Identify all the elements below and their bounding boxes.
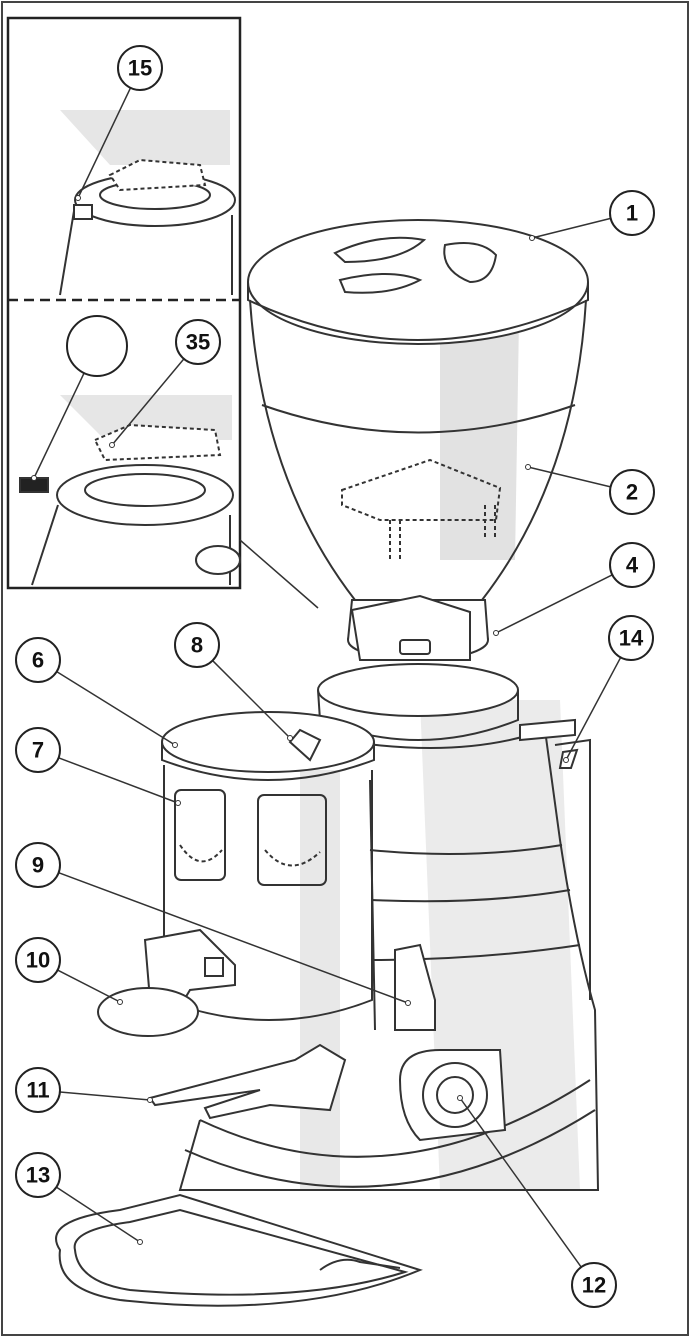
callout-number-c10: 10 — [26, 948, 50, 973]
callout-leader-c4 — [495, 574, 613, 634]
hopper — [247, 219, 589, 601]
callout-number-c11: 11 — [26, 1078, 49, 1103]
callout-leader-c15 — [77, 87, 132, 199]
callout-anchor-c15 — [75, 195, 81, 201]
callout-anchor-c1 — [529, 235, 535, 241]
callout-bubble-c12 — [571, 1262, 617, 1308]
callout-leader-c1 — [531, 217, 611, 239]
callout-anchor-c4 — [493, 630, 499, 636]
callout-number-c6: 6 — [32, 648, 44, 673]
callout-bubble-c6 — [15, 637, 61, 683]
callout-bubble-c8 — [174, 622, 220, 668]
callout-number-c12: 12 — [582, 1273, 606, 1298]
callout-leader-c13 — [55, 1186, 141, 1243]
callout-anchor-c6 — [172, 742, 178, 748]
callout-bubble-c15 — [117, 45, 163, 91]
callout-leader-c10 — [57, 969, 121, 1003]
callout-number-c13: 13 — [26, 1163, 50, 1188]
callout-anchor-c13 — [137, 1239, 143, 1245]
callout-anchor-c11 — [147, 1097, 153, 1103]
callout-leader-c9 — [58, 871, 409, 1004]
callout-bubble-c7 — [15, 727, 61, 773]
callout-number-c1: 1 — [626, 201, 638, 226]
callout-anchor-c10 — [117, 999, 123, 1005]
hopper-neck — [347, 594, 489, 661]
callout-leader-c7 — [58, 757, 179, 804]
callout-leader-c14 — [565, 657, 622, 761]
callout-number-c14: 14 — [619, 626, 644, 651]
callout-bubble-c10 — [15, 937, 61, 983]
callout-anchor-c14 — [563, 757, 569, 763]
callout-bubble-c13 — [15, 1152, 61, 1198]
callout-bubble-c9 — [15, 842, 61, 888]
callout-leader-cblank — [33, 372, 85, 479]
dosing-lever — [394, 943, 436, 1031]
callout-bubble-c14 — [608, 615, 654, 661]
callout-anchor-c8 — [287, 735, 293, 741]
callout-number-c7: 7 — [32, 738, 44, 763]
callout-leader-c2 — [527, 466, 611, 488]
doser — [161, 711, 375, 1021]
callout-anchor-c12 — [457, 1095, 463, 1101]
callout-bubble-c4 — [609, 542, 655, 588]
callout-leader-c11 — [59, 1091, 151, 1101]
power-switch — [398, 1049, 507, 1142]
callout-anchor-c9 — [405, 1000, 411, 1006]
base-tray — [55, 1193, 423, 1307]
callout-number-c2: 2 — [626, 480, 638, 505]
callout-number-c15: 15 — [128, 56, 152, 81]
callout-anchor-c35 — [109, 442, 115, 448]
callout-bubble-c35 — [175, 319, 221, 365]
callout-anchor-cblank — [31, 475, 37, 481]
callout-anchor-c7 — [175, 800, 181, 806]
callout-leader-c35 — [111, 358, 185, 446]
callout-number-c4: 4 — [626, 553, 639, 578]
detail-inset — [6, 16, 242, 590]
callout-bubble-cblank — [66, 315, 128, 377]
callout-bubble-c11 — [15, 1067, 61, 1113]
callout-number-c8: 8 — [191, 633, 203, 658]
callout-anchor-c2 — [525, 464, 531, 470]
inset-pointer — [239, 539, 319, 609]
callout-leader-c8 — [212, 660, 291, 739]
callout-leader-c12 — [459, 1097, 582, 1268]
filter-fork — [148, 1043, 347, 1120]
callout-leader-c6 — [56, 670, 176, 746]
cup-holder — [97, 928, 236, 1037]
callout-number-c9: 9 — [32, 853, 44, 878]
callout-bubble-c1 — [609, 190, 655, 236]
grinder-body — [178, 663, 600, 1191]
callout-bubble-c2 — [609, 469, 655, 515]
callout-number-c35: 35 — [186, 330, 210, 355]
